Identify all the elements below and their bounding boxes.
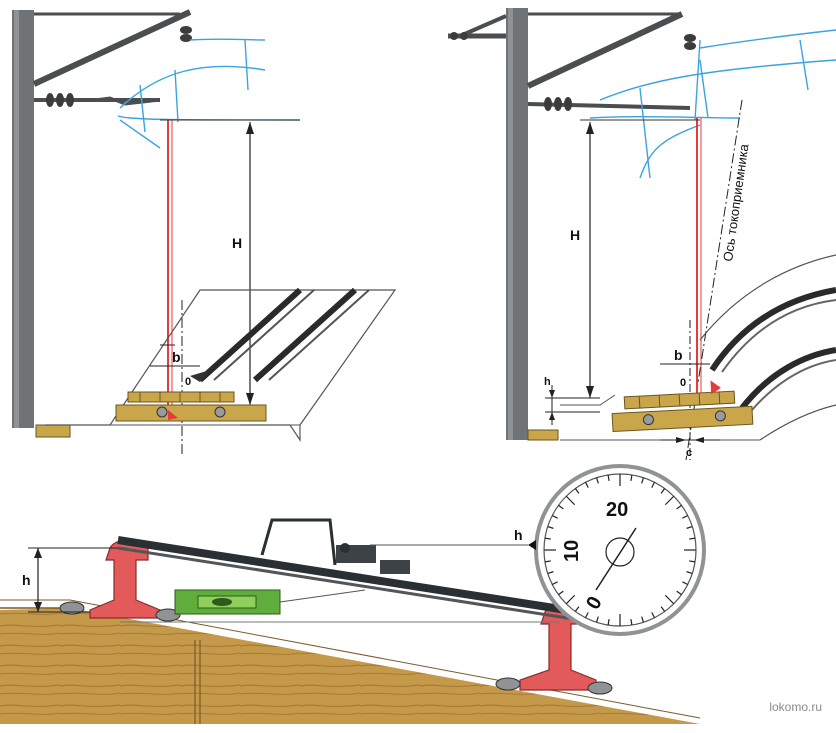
left-bracket-arm [32, 9, 192, 87]
dial-tick [660, 488, 666, 494]
dial-tick [584, 612, 589, 618]
dial-tick [595, 616, 599, 623]
dial-tick [630, 474, 633, 481]
left-insulator-top [180, 26, 192, 42]
right-bracket-arm [526, 11, 684, 89]
dial-tick [660, 606, 666, 612]
dial-tick [547, 571, 554, 575]
dial-tick [607, 474, 610, 481]
left-pole-base [35, 424, 71, 438]
dial-tick [664, 594, 675, 605]
right-measuring-gauge [611, 380, 754, 433]
bottom-rail-left [59, 539, 181, 622]
dial-tick [584, 482, 589, 488]
dial-tick [552, 514, 558, 519]
dial-tick [641, 477, 645, 484]
bottom-bubble-vial [174, 589, 366, 615]
dial-tick [565, 495, 576, 506]
dial-tick [630, 619, 633, 626]
left-measuring-gauge [115, 391, 267, 422]
dial-tick [574, 488, 580, 494]
right-insulator-horizontal [544, 97, 572, 111]
dial-tick [682, 581, 688, 586]
dial-tick [686, 525, 693, 529]
dial-tick [689, 560, 696, 563]
left-catenary-wires [117, 38, 301, 149]
right-pantograph-axis [685, 99, 743, 461]
right-insulator-top [684, 34, 696, 50]
dial-tick [651, 612, 656, 618]
right-pantograph-axis-label: Ось токоприемника [720, 142, 751, 262]
right-curved-track [699, 254, 836, 441]
bottom-level-instrument [117, 518, 581, 622]
right-diagram: Ось токоприемника H [448, 8, 836, 461]
left-track-bed [45, 289, 397, 442]
dial-tick [676, 590, 682, 596]
dial-tick [552, 581, 558, 586]
dial-h-label: h [514, 527, 523, 543]
dial-tick [651, 482, 656, 488]
left-pole-highlight [14, 10, 19, 428]
right-zero-label: 0 [680, 377, 686, 389]
left-rails [197, 287, 370, 383]
right-b-label: b [674, 347, 683, 363]
dial-tick [664, 495, 675, 506]
right-catenary-wires [589, 29, 836, 179]
dial-tick [595, 477, 599, 484]
dial-tick [641, 616, 645, 623]
watermark: lokomo.ru [769, 700, 822, 714]
dial-tick [547, 525, 554, 529]
bottom-h-label: h [22, 572, 31, 588]
dial-tick [544, 537, 551, 540]
right-pole-base [527, 429, 559, 441]
dial-tick [682, 514, 688, 519]
left-zero-label: 0 [185, 376, 191, 388]
dial-tick [686, 571, 693, 575]
right-H-label: H [570, 227, 580, 243]
left-insulator-horizontal [46, 93, 74, 107]
dial-number-10: 10 [561, 540, 583, 562]
dial-tick [558, 504, 564, 510]
dial-number-20: 20 [606, 499, 628, 521]
right-h-label: h [544, 376, 551, 388]
dial-tick [574, 606, 580, 612]
bottom-diagram: h 20 10 0 h [0, 464, 706, 724]
dial-tick [676, 504, 682, 510]
left-b-label: b [172, 349, 181, 365]
dial-tick [607, 619, 610, 626]
dial-tick [689, 537, 696, 540]
bottom-dial-gauge: 20 10 0 [528, 464, 706, 636]
dial-tick [558, 590, 564, 596]
bottom-sleeper [0, 608, 700, 724]
right-c-label: c [686, 447, 692, 459]
left-H-label: H [232, 235, 242, 251]
dial-tick [544, 560, 551, 563]
left-diagram: H b 0 [12, 9, 397, 455]
dial-tick [565, 594, 576, 605]
